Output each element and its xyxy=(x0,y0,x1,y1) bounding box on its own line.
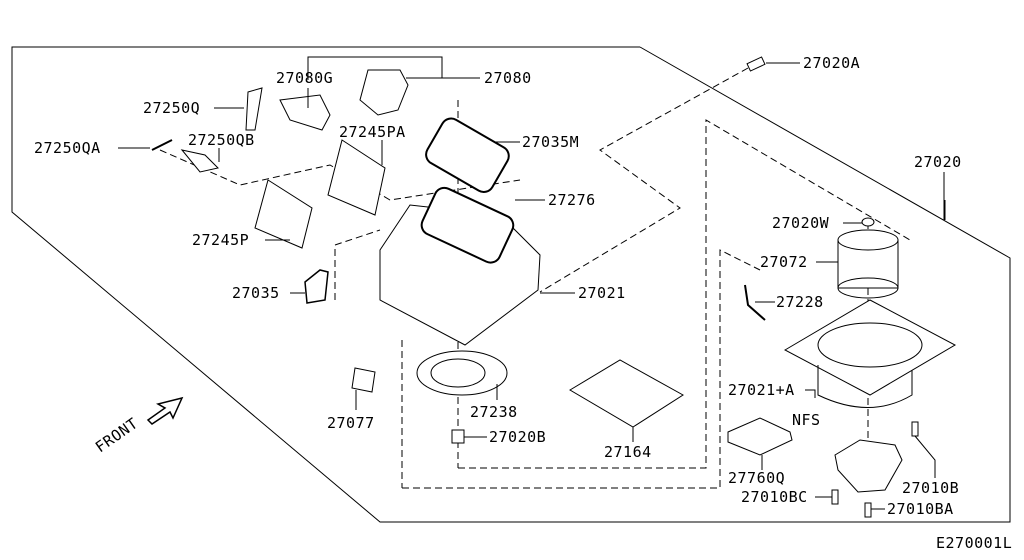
door-27245P xyxy=(254,179,313,249)
pin-27250QA xyxy=(151,139,173,151)
filter-27164 xyxy=(569,359,684,428)
hose-27228 xyxy=(744,284,766,321)
actuator-27077 xyxy=(351,367,376,393)
door-27245PA xyxy=(327,139,386,216)
label-27164: 27164 xyxy=(604,443,652,461)
label-nfs: NFS xyxy=(792,411,821,429)
dashed-frame-intake xyxy=(402,249,761,489)
label-27035: 27035 xyxy=(232,284,280,302)
label-27010BC: 27010BC xyxy=(741,488,808,506)
label-27228: 27228 xyxy=(776,293,824,311)
label-27010B: 27010B xyxy=(902,479,959,497)
dashed-frame-filter xyxy=(458,119,911,469)
screw-27010B xyxy=(911,421,919,437)
label-27245P: 27245P xyxy=(192,231,249,249)
seal-27035M xyxy=(425,117,510,193)
drawing-code: E270001L xyxy=(936,534,1012,552)
label-27077: 27077 xyxy=(327,414,375,432)
lever-27250QB xyxy=(180,149,219,173)
label-27021: 27021 xyxy=(578,284,626,302)
leader-27010B xyxy=(914,435,936,478)
front-arrow-icon xyxy=(146,396,184,425)
bracket-27080G xyxy=(279,94,331,131)
dashed-27035 xyxy=(334,229,381,300)
blower-case-drum xyxy=(817,365,913,408)
label-27080: 27080 xyxy=(484,69,532,87)
label-27020W: 27020W xyxy=(772,214,830,232)
label-27080G: 27080G xyxy=(276,69,333,87)
label-27020A: 27020A xyxy=(803,54,860,72)
leader-27021A-nfs xyxy=(805,389,816,398)
dashed-leader-27020A xyxy=(539,67,749,293)
blower-case-ring xyxy=(817,322,923,368)
front-label: FRONT xyxy=(92,414,141,456)
label-27020: 27020 xyxy=(914,153,962,171)
screw-27020A xyxy=(746,56,766,72)
label-27250QA: 27250QA xyxy=(34,139,101,157)
blower-case-plate xyxy=(783,299,957,396)
label-27020B: 27020B xyxy=(489,428,546,446)
label-27250Q: 27250Q xyxy=(143,99,200,117)
label-27250QB: 27250QB xyxy=(188,131,255,149)
screw-27010BA xyxy=(864,502,872,518)
washer-27020W xyxy=(861,217,875,227)
label-27035M: 27035M xyxy=(522,133,579,151)
seal-27035 xyxy=(304,269,329,304)
lever-27250Q xyxy=(245,87,263,131)
label-27238: 27238 xyxy=(470,403,518,421)
ring-27238-inner xyxy=(430,358,486,388)
fan-27072-bottom xyxy=(837,277,899,299)
bracket-27080 xyxy=(359,69,409,116)
resistor-27760Q xyxy=(727,417,793,456)
fan-27072-top xyxy=(837,229,899,251)
dashed-leader-flaps xyxy=(159,149,521,201)
ring-27238-outer xyxy=(416,350,508,396)
bracket-group-line xyxy=(307,56,443,80)
nut-27020B xyxy=(451,429,465,444)
label-27276: 27276 xyxy=(548,191,596,209)
screw-27010BC xyxy=(831,489,839,505)
label-27245PA: 27245PA xyxy=(339,123,406,141)
label-27072: 27072 xyxy=(760,253,808,271)
motor-27010B xyxy=(834,439,903,493)
label-27021A: 27021+A xyxy=(728,381,795,399)
label-27760Q: 27760Q xyxy=(728,469,785,487)
gasket-27276 xyxy=(420,186,515,264)
outer-frame xyxy=(11,46,1011,523)
label-27010BA: 27010BA xyxy=(887,500,954,518)
